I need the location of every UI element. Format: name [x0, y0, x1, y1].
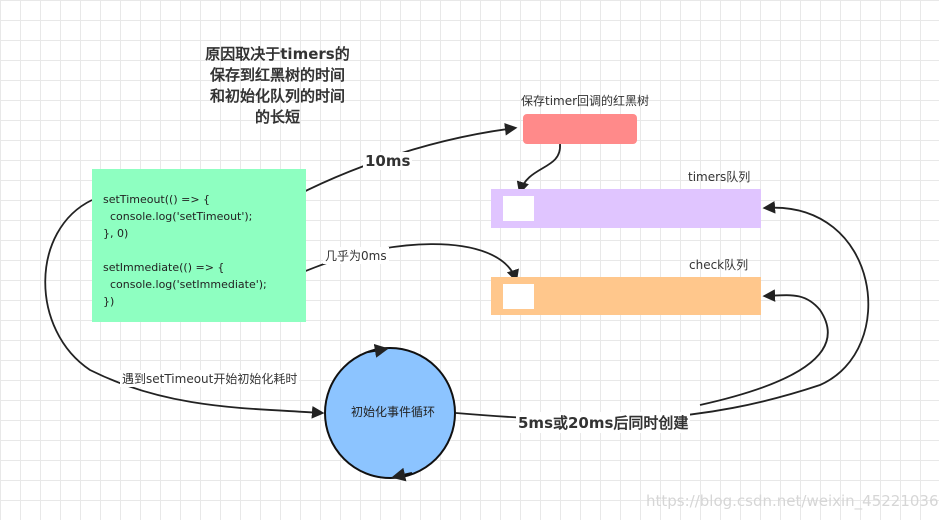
timers-queue	[491, 189, 761, 228]
init-event-loop-node	[324, 347, 456, 479]
timers-queue-slot	[503, 196, 534, 221]
code-line: setTimeout(() => {	[103, 193, 211, 206]
rbtree-node	[523, 114, 637, 144]
code-line: console.log('setTimeout');	[103, 210, 253, 223]
loop-arrow-top	[367, 343, 389, 358]
code-line: setImmediate(() => {	[103, 261, 225, 274]
note-line: 原因取决于timers的	[205, 45, 350, 63]
explanation-note: 原因取决于timers的 保存到红黑树的时间 和初始化队列的时间 的长短	[180, 44, 375, 128]
code-blank-line	[103, 242, 296, 259]
code-line: })	[103, 295, 115, 308]
note-line: 保存到红黑树的时间	[209, 66, 345, 84]
edge-label-5ms-or-20ms: 5ms或20ms后同时创建	[516, 412, 691, 433]
check-queue	[491, 277, 761, 315]
edge-label-meet-settimeout: 遇到setTimeout开始初始化耗时	[120, 370, 300, 387]
note-line: 和初始化队列的时间	[209, 87, 345, 105]
edge-label-10ms: 10ms	[363, 152, 413, 170]
check-queue-label: check队列	[689, 258, 749, 272]
rbtree-label: 保存timer回调的红黑树	[521, 94, 650, 108]
watermark: https://blog.csdn.net/weixin_45221036	[646, 492, 939, 510]
edge-5ms-to-check	[699, 289, 829, 406]
init-event-loop-label: 初始化事件循环	[350, 405, 435, 419]
timers-queue-label: timers队列	[688, 170, 751, 184]
edge-meet-settimeout	[44, 199, 325, 419]
note-line: 的长短	[254, 108, 300, 126]
edge-label-0ms: 几乎为0ms	[323, 247, 389, 264]
check-queue-slot	[503, 284, 534, 309]
code-line: }, 0)	[103, 227, 129, 240]
edge-rbtree-to-timers	[516, 143, 561, 195]
loop-arrow-bottom	[391, 467, 413, 482]
code-snippet-box: setTimeout(() => { console.log('setTimeo…	[92, 169, 306, 322]
code-line: console.log('setImmediate');	[103, 278, 267, 291]
